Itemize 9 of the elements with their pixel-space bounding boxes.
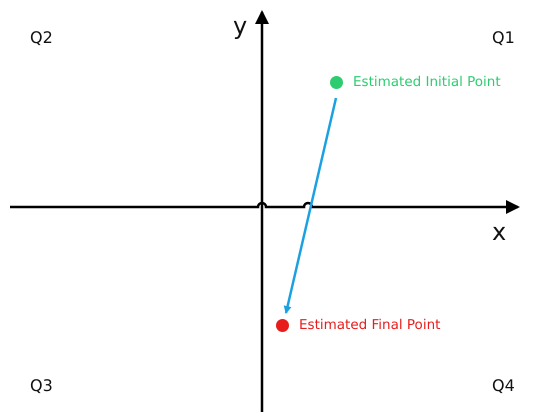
point-label: Estimated Final Point [299, 317, 440, 333]
point-label: Estimated Initial Point [353, 74, 501, 90]
quadrant-label: Q3 [30, 378, 53, 394]
quadrant-label: Q4 [492, 378, 515, 394]
quadrant-label: Q2 [30, 30, 53, 46]
axis-label: y [233, 14, 248, 38]
axis-label: x [492, 220, 506, 244]
arrow [284, 98, 338, 314]
quadrant-label: Q1 [492, 30, 515, 46]
